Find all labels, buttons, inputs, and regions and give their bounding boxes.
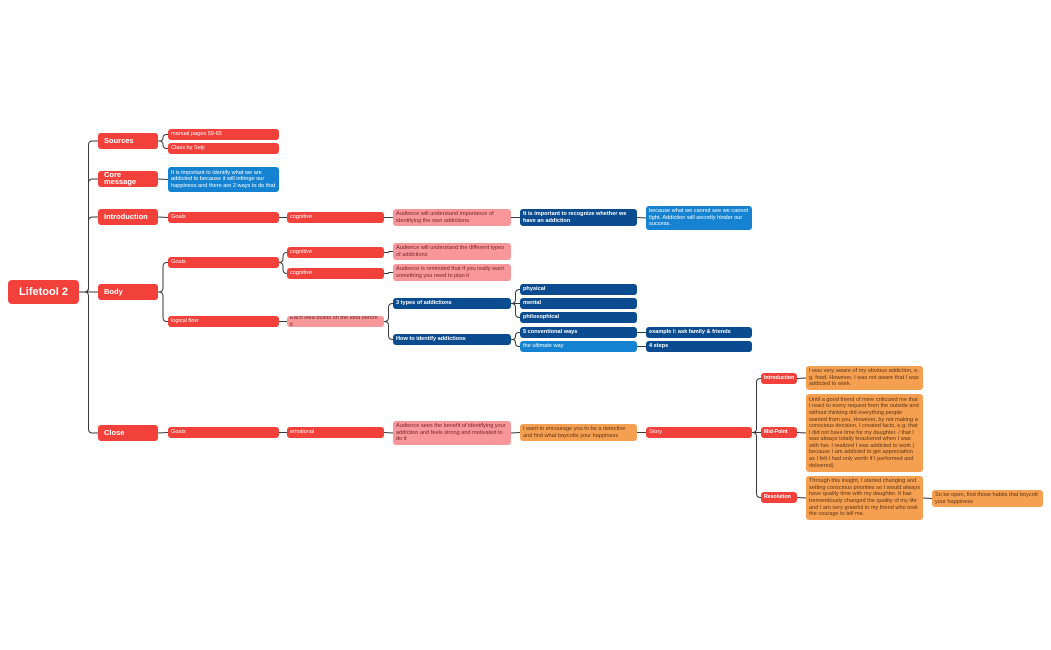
close-audience-node[interactable]: Audience sees the benefit of identifying… xyxy=(393,421,511,445)
source-item-class[interactable]: Class by Seiji xyxy=(168,143,279,154)
close-goals-node[interactable]: Goals xyxy=(168,427,279,438)
core-message-text[interactable]: It is important to identify what we are … xyxy=(168,167,279,192)
intro-goals-node[interactable]: Goals xyxy=(168,212,279,223)
connector-story-resolution-text-to-story-open-text xyxy=(922,497,933,499)
connector-body-node-to-body-goals-node xyxy=(158,262,168,293)
core-message-node[interactable]: Core message xyxy=(98,171,158,187)
connector-close-story-node-to-story-resolution-label xyxy=(752,432,761,498)
connector-body-types-node-to-body-physical-node xyxy=(511,289,520,304)
connector-body-cognitive-2-node-to-body-cognitive-2-text xyxy=(384,272,393,274)
connector-introduction-node-to-intro-goals-node xyxy=(157,216,169,218)
connector-close-emotional-node-to-close-audience-node xyxy=(383,432,394,434)
connector-body-goals-node-to-body-cognitive-2-node xyxy=(278,262,288,274)
body-cognitive-2-text[interactable]: Audience is reminded that if you really … xyxy=(393,264,511,281)
story-open-text[interactable]: So be open, find those habits that boyco… xyxy=(932,490,1043,507)
root-node[interactable]: Lifetool 2 xyxy=(8,280,79,304)
body-steps-node[interactable]: 4 steps xyxy=(646,341,752,352)
story-introduction-text[interactable]: I was very aware of my obvious addiction… xyxy=(806,366,923,390)
story-resolution-label[interactable]: Resolution xyxy=(761,492,797,503)
body-ultimate-node[interactable]: the ultimate way xyxy=(520,341,637,352)
body-conventional-node[interactable]: 5 conventional ways xyxy=(520,327,637,338)
body-physical-node[interactable]: physical xyxy=(520,284,637,295)
body-example-node[interactable]: example I: ask family & friends xyxy=(646,327,752,338)
story-midpoint-label[interactable]: Mid-Point xyxy=(761,427,797,438)
body-node[interactable]: Body xyxy=(98,284,158,300)
connector-body-types-node-to-body-philosophical-node xyxy=(511,303,520,318)
connector-sources-node-to-source-item-manual xyxy=(158,134,168,142)
body-cognitive-1-node[interactable]: cognitive xyxy=(287,247,384,258)
body-philosophical-node[interactable]: philosophical xyxy=(520,312,637,323)
connector-body-how-identify-node-to-body-conventional-node xyxy=(511,332,520,340)
connector-body-builds-node-to-body-types-node xyxy=(384,303,393,322)
sources-node[interactable]: Sources xyxy=(98,133,158,149)
connector-sources-node-to-source-item-class xyxy=(158,140,168,149)
connector-body-goals-node-to-body-cognitive-1-node xyxy=(278,252,288,263)
body-goals-node[interactable]: Goals xyxy=(168,257,279,268)
connector-close-audience-node-to-close-encourage-node xyxy=(510,432,521,434)
body-how-identify-node[interactable]: How to identify addictions xyxy=(393,334,511,345)
connector-body-cognitive-1-node-to-body-cognitive-1-text xyxy=(384,251,393,253)
intro-because-node[interactable]: because what we cannot see we cannot fig… xyxy=(646,206,752,230)
connector-story-introduction-label-to-story-introduction-text xyxy=(796,377,807,379)
body-builds-node[interactable]: Each idea builds on the idea before it xyxy=(287,316,384,327)
close-encourage-node[interactable]: I want to encourage you to be a detectiv… xyxy=(520,424,637,441)
connector-core-message-node-to-core-message-text xyxy=(157,178,169,180)
body-mental-node[interactable]: mental xyxy=(520,298,637,309)
connector-root-node-to-close-node xyxy=(79,291,98,434)
story-resolution-text[interactable]: Through this insight, I started changing… xyxy=(806,476,923,520)
intro-audience-node[interactable]: Audience will understand importance of i… xyxy=(393,209,511,226)
connector-body-how-identify-node-to-body-ultimate-node xyxy=(511,339,520,347)
intro-important-node[interactable]: It is important to recognize whether we … xyxy=(520,209,637,226)
story-introduction-label[interactable]: Introduction xyxy=(761,373,797,384)
close-emotional-node[interactable]: emotional xyxy=(287,427,384,438)
introduction-node[interactable]: Introduction xyxy=(98,209,158,225)
source-item-manual[interactable]: manual pages 59-65 xyxy=(168,129,279,140)
connector-root-node-to-introduction-node xyxy=(79,216,98,293)
body-logical-flow-node[interactable]: logical flow xyxy=(168,316,279,327)
connector-body-node-to-body-logical-flow-node xyxy=(158,291,168,322)
connector-intro-important-node-to-intro-because-node xyxy=(636,217,647,219)
body-cognitive-2-node[interactable]: cognitive xyxy=(287,268,384,279)
connector-story-resolution-label-to-story-resolution-text xyxy=(796,497,807,499)
connector-body-builds-node-to-body-how-identify-node xyxy=(384,321,393,340)
body-cognitive-1-text[interactable]: Audience will understand the different t… xyxy=(393,243,511,260)
connector-story-midpoint-label-to-story-midpoint-text xyxy=(796,432,807,434)
close-story-node[interactable]: Story xyxy=(646,427,752,438)
intro-cognitive-node[interactable]: cognitive xyxy=(287,212,384,223)
connector-close-node-to-close-goals-node xyxy=(157,432,169,434)
connector-close-story-node-to-story-introduction-label xyxy=(752,378,761,433)
story-midpoint-text[interactable]: Until a good friend of mine criticized m… xyxy=(806,394,923,472)
body-types-node[interactable]: 3 types of addictions xyxy=(393,298,511,309)
close-node[interactable]: Close xyxy=(98,425,158,441)
